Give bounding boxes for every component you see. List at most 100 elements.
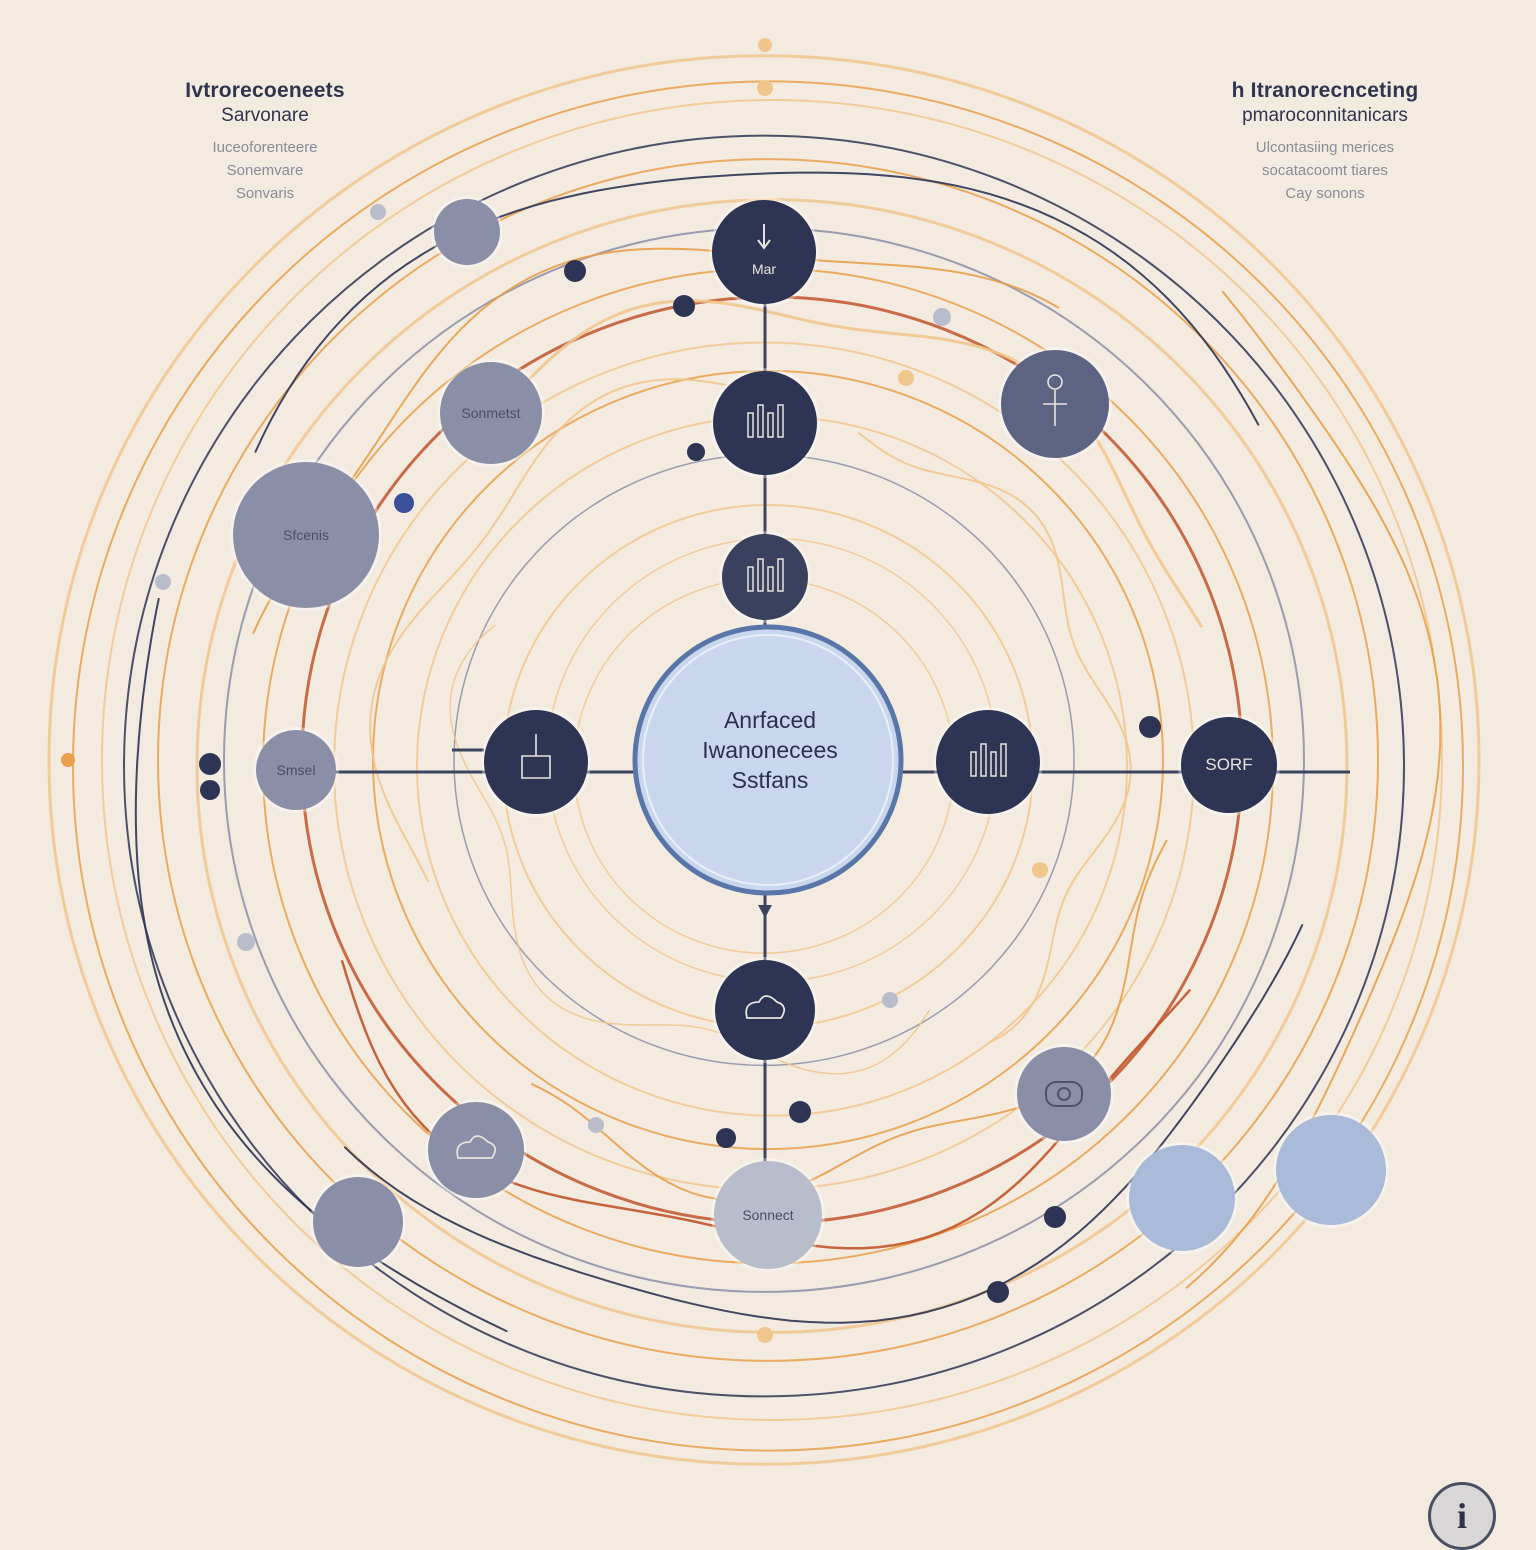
chip-core bbox=[1057, 1087, 1071, 1101]
bar-icon bbox=[970, 743, 1007, 777]
junction-dot bbox=[564, 260, 586, 282]
node-bottom-right-b[interactable] bbox=[1273, 1112, 1389, 1228]
node-disc bbox=[313, 1177, 403, 1267]
left-heading-subtitle: Sarvonare bbox=[221, 105, 309, 126]
junction-dot bbox=[687, 443, 705, 461]
chip-icon bbox=[1045, 1081, 1083, 1107]
cloud-glyph bbox=[745, 995, 786, 1019]
node-disc bbox=[715, 960, 815, 1060]
bar-glyph bbox=[970, 751, 977, 777]
node-bottom-left[interactable] bbox=[310, 1174, 406, 1270]
orbit-ring bbox=[101, 99, 1443, 1421]
node-lower-left[interactable] bbox=[425, 1099, 527, 1201]
orbit-ring bbox=[47, 54, 1481, 1466]
right-note-1: Ulcontasiing merices bbox=[1255, 139, 1395, 156]
junction-dot bbox=[199, 753, 221, 775]
node-disc bbox=[722, 534, 808, 620]
junction-dot bbox=[882, 992, 898, 1008]
junction-dot bbox=[1044, 1206, 1066, 1228]
bar-glyph bbox=[777, 404, 784, 438]
node-disc bbox=[1017, 1047, 1111, 1141]
node-lower-right[interactable] bbox=[1014, 1044, 1114, 1144]
junction-dot bbox=[370, 204, 386, 220]
node-top-left-small[interactable] bbox=[431, 196, 503, 268]
bar-glyph bbox=[777, 558, 784, 592]
central-hub-inner-ring bbox=[642, 634, 894, 886]
node-label: Sfcenis bbox=[283, 527, 329, 543]
junction-dot bbox=[1032, 862, 1048, 878]
pin-icon bbox=[757, 224, 771, 250]
node-far-right[interactable]: SORF bbox=[1178, 714, 1280, 816]
chart-icon bbox=[747, 558, 784, 592]
bar-glyph bbox=[767, 412, 774, 438]
connection-wires bbox=[134, 171, 1442, 1333]
junction-dot bbox=[757, 1327, 773, 1343]
junction-dot bbox=[933, 308, 951, 326]
bar-glyph bbox=[747, 412, 754, 438]
flow-wire bbox=[369, 378, 727, 882]
left-heading-title: Ivtrorecoeneets bbox=[185, 79, 345, 102]
flow-wire bbox=[252, 247, 1060, 635]
flow-wire bbox=[254, 171, 1260, 453]
flow-wire bbox=[857, 432, 1132, 1043]
junction-dot bbox=[716, 1128, 736, 1148]
bar-glyph bbox=[990, 751, 997, 777]
flow-wire bbox=[531, 839, 1168, 1202]
cloud-icon bbox=[456, 1135, 497, 1159]
node-mid-left[interactable]: Sonmetst bbox=[437, 359, 545, 467]
pin-glyph bbox=[757, 224, 771, 250]
cloud-glyph bbox=[456, 1135, 497, 1159]
orbit-ring bbox=[123, 134, 1405, 1398]
node-bottom-center[interactable]: Sonnect bbox=[711, 1158, 825, 1272]
bar-glyph bbox=[757, 404, 764, 438]
orbit-ring bbox=[157, 158, 1379, 1362]
node-big-left[interactable]: Sfcenis bbox=[230, 459, 382, 611]
node-disc bbox=[1129, 1145, 1235, 1251]
node-disc bbox=[428, 1102, 524, 1198]
figure-head bbox=[1047, 374, 1063, 390]
junction-dot bbox=[1139, 716, 1161, 738]
node-label: Smsel bbox=[277, 762, 316, 778]
bar-glyph bbox=[747, 566, 754, 592]
left-heading: Ivtrorecoeneets Sarvonare Iuceoforenteer… bbox=[150, 78, 380, 205]
node-bottom-navy[interactable] bbox=[712, 957, 818, 1063]
node-disc bbox=[713, 371, 817, 475]
bar-glyph bbox=[767, 566, 774, 592]
node-disc bbox=[484, 710, 588, 814]
node-upper-navy[interactable] bbox=[710, 368, 820, 478]
right-heading: h Itranorecnceting pmaroconnitanicars Ul… bbox=[1180, 78, 1470, 205]
beaker-icon bbox=[521, 734, 551, 779]
arrowhead bbox=[758, 905, 772, 918]
central-hub[interactable] bbox=[632, 624, 904, 896]
node-left-navy[interactable] bbox=[481, 707, 591, 817]
bar-glyph bbox=[980, 743, 987, 777]
cloud-icon bbox=[745, 995, 786, 1019]
right-note-2: socatacoomt tiares bbox=[1262, 162, 1388, 179]
chip-glyph bbox=[1045, 1081, 1083, 1107]
bar-icon bbox=[747, 404, 784, 438]
node-disc bbox=[1276, 1115, 1386, 1225]
node-right-navy[interactable] bbox=[933, 707, 1043, 817]
node-label: Mar bbox=[752, 261, 776, 277]
node-inner-top[interactable] bbox=[719, 531, 811, 623]
right-note-3: Cay sonons bbox=[1285, 185, 1365, 202]
node-bottom-right-a[interactable] bbox=[1126, 1142, 1238, 1254]
hub-label-line-1: Anrfaced bbox=[723, 707, 817, 733]
node-upper-right[interactable] bbox=[998, 347, 1112, 461]
node-disc bbox=[233, 462, 379, 608]
node-far-left[interactable]: Smsel bbox=[253, 727, 339, 813]
node-disc bbox=[434, 199, 500, 265]
figure-icon bbox=[1043, 374, 1067, 426]
hub-label-line-2: Iwanonecees bbox=[702, 737, 838, 763]
left-note-3: Sonvaris bbox=[235, 185, 295, 202]
beaker-glyph bbox=[521, 734, 551, 779]
flow-wire bbox=[344, 924, 1304, 1324]
flow-wire bbox=[449, 624, 930, 1075]
left-note-1: Iuceoforenteere bbox=[212, 139, 318, 156]
bar-glyph bbox=[757, 558, 764, 592]
flow-wire bbox=[474, 299, 1203, 628]
info-badge-icon[interactable]: i bbox=[1428, 1482, 1496, 1550]
node-top-navy[interactable]: Mar bbox=[709, 197, 819, 307]
hub-label-line-3: Sstfans bbox=[731, 767, 809, 793]
